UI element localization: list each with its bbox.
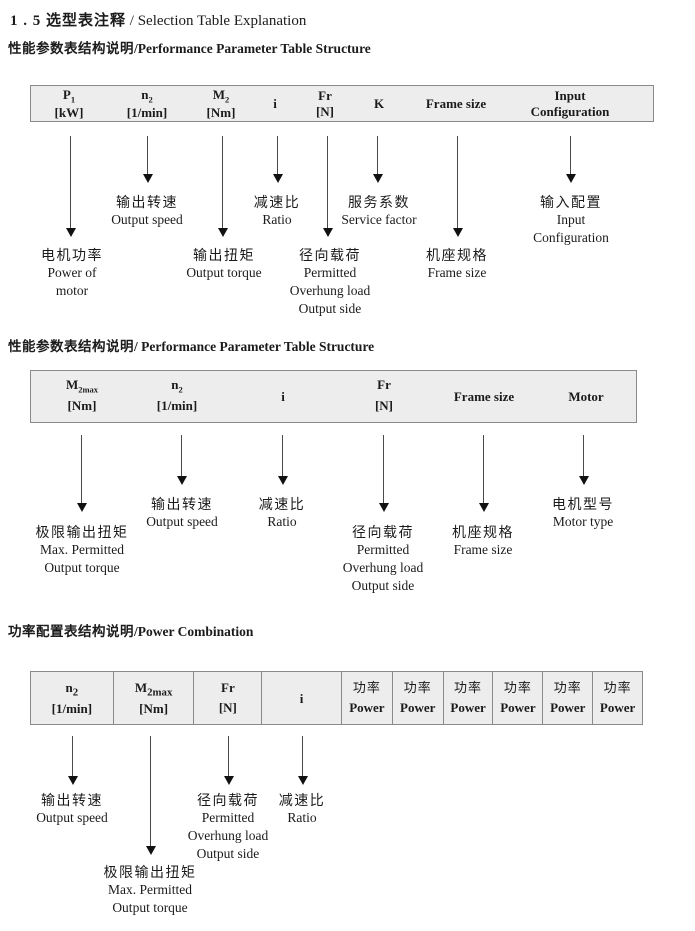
t2-label-frame-size: 机座规格 Frame size	[452, 524, 514, 557]
t1-col-fr: Fr [N]	[315, 87, 335, 120]
performance-table-2: M2max [Nm] n2 [1/min] i Fr [N] Frame siz…	[30, 370, 637, 423]
t3-col-m2max: M2max [Nm]	[114, 672, 195, 724]
t3-label-output-speed: 输出转速 Output speed	[36, 792, 108, 825]
t3-col-power-3: 功率 Power	[444, 672, 494, 724]
t2-col-fr: Fr [N]	[374, 377, 394, 413]
t3-label-max-output-torque: 极限输出扭矩 Max. Permitted Output torque	[103, 864, 197, 915]
performance-table-1: P1 [kW] n2 [1/min] M2 [Nm] i Fr [N] K Fr…	[30, 85, 654, 122]
t1-label-input-configuration: 输入配置 Input Configuration	[533, 194, 609, 245]
t1-arrow-m2	[217, 136, 228, 237]
section3-heading-en: /Power Combination	[134, 624, 254, 639]
t3-label-overhung-load: 径向载荷 Permitted Overhung load Output side	[187, 792, 269, 861]
page-title-en: Selection Table Explanation	[137, 13, 307, 29]
t1-label-power-of-motor: 电机功率 Power of motor	[41, 247, 103, 298]
t3-col-power-5: 功率 Power	[543, 672, 594, 724]
section2-heading-en: / Performance Parameter Table Structure	[134, 339, 375, 354]
section2-heading-zh: 性能参数表结构说明	[8, 339, 134, 354]
t2-label-output-speed: 输出转速 Output speed	[146, 496, 218, 529]
t1-arrow-i	[272, 136, 283, 183]
t1-arrow-frame-size	[452, 136, 463, 237]
t1-label-ratio: 减速比 Ratio	[253, 194, 301, 227]
t3-arrow-n2	[67, 736, 78, 785]
t1-arrow-fr	[322, 136, 333, 237]
section1-heading-en: /Performance Parameter Table Structure	[134, 41, 371, 56]
t2-col-frame-size: Frame size	[453, 389, 515, 404]
section3-heading: 功率配置表结构说明/Power Combination	[8, 620, 253, 640]
t2-arrow-m2max	[76, 435, 87, 512]
t3-col-i: i	[262, 672, 342, 724]
page-title: 1 . 5 选型表注释 / Selection Table Explanatio…	[10, 9, 306, 30]
t2-col-m2max: M2max [Nm]	[65, 377, 99, 413]
t2-col-n2: n2 [1/min]	[156, 377, 198, 413]
t2-label-motor-type: 电机型号 Motor type	[552, 496, 614, 529]
t1-arrow-k	[372, 136, 383, 183]
t3-col-power-6: 功率 Power	[599, 680, 636, 715]
t1-label-overhung-load: 径向载荷 Permitted Overhung load Output side	[289, 247, 371, 316]
t2-label-ratio: 减速比 Ratio	[258, 496, 306, 529]
t2-label-overhung-load: 径向载荷 Permitted Overhung load Output side	[342, 524, 424, 593]
page-title-zh: 1 . 5 选型表注释	[10, 13, 127, 29]
t3-col-power-1: 功率 Power	[342, 672, 393, 724]
t2-arrow-n2	[176, 435, 187, 485]
t2-arrow-fr	[378, 435, 389, 512]
t1-arrow-n2	[142, 136, 153, 183]
t2-col-motor: Motor	[568, 389, 604, 404]
t1-arrow-p1	[65, 136, 76, 237]
t1-label-output-speed: 输出转速 Output speed	[111, 194, 183, 227]
t2-arrow-frame-size	[478, 435, 489, 512]
section2-heading: 性能参数表结构说明/ Performance Parameter Table S…	[8, 335, 374, 355]
t3-label-ratio: 减速比 Ratio	[278, 792, 326, 825]
t1-col-frame-size: Frame size	[425, 96, 487, 111]
section3-heading-zh: 功率配置表结构说明	[8, 624, 134, 639]
t1-arrow-input-configuration	[565, 136, 576, 183]
t1-col-n2: n2 [1/min]	[126, 86, 168, 121]
t2-arrow-i	[277, 435, 288, 485]
t1-label-service-factor: 服务系数 Service factor	[341, 194, 417, 227]
t1-col-m2: M2 [Nm]	[206, 86, 236, 121]
t2-col-i: i	[281, 389, 285, 404]
t1-col-input-configuration: Input Configuration	[530, 87, 610, 120]
power-combination-table: n2 [1/min] M2max [Nm] Fr [N] i 功率 Power …	[30, 671, 643, 725]
t3-col-fr: Fr [N]	[194, 672, 263, 724]
section1-heading-zh: 性能参数表结构说明	[8, 41, 134, 56]
t1-label-output-torque: 输出扭矩 Output torque	[186, 247, 262, 280]
t3-col-power-4: 功率 Power	[493, 672, 544, 724]
page-title-separator: /	[126, 13, 138, 29]
t3-col-power-2: 功率 Power	[393, 672, 444, 724]
t2-arrow-motor	[578, 435, 589, 485]
t3-arrow-m2max	[145, 736, 156, 855]
t3-arrow-fr	[223, 736, 234, 785]
section1-heading: 性能参数表结构说明/Performance Parameter Table St…	[8, 37, 371, 57]
t1-col-k: K	[373, 96, 385, 111]
t1-col-i: i	[273, 96, 277, 111]
t3-col-n2: n2 [1/min]	[31, 672, 114, 724]
t2-label-max-output-torque: 极限输出扭矩 Max. Permitted Output torque	[35, 524, 129, 575]
t3-arrow-i	[297, 736, 308, 785]
t1-label-frame-size: 机座规格 Frame size	[426, 247, 488, 280]
t1-col-p1: P1 [kW]	[54, 86, 84, 121]
